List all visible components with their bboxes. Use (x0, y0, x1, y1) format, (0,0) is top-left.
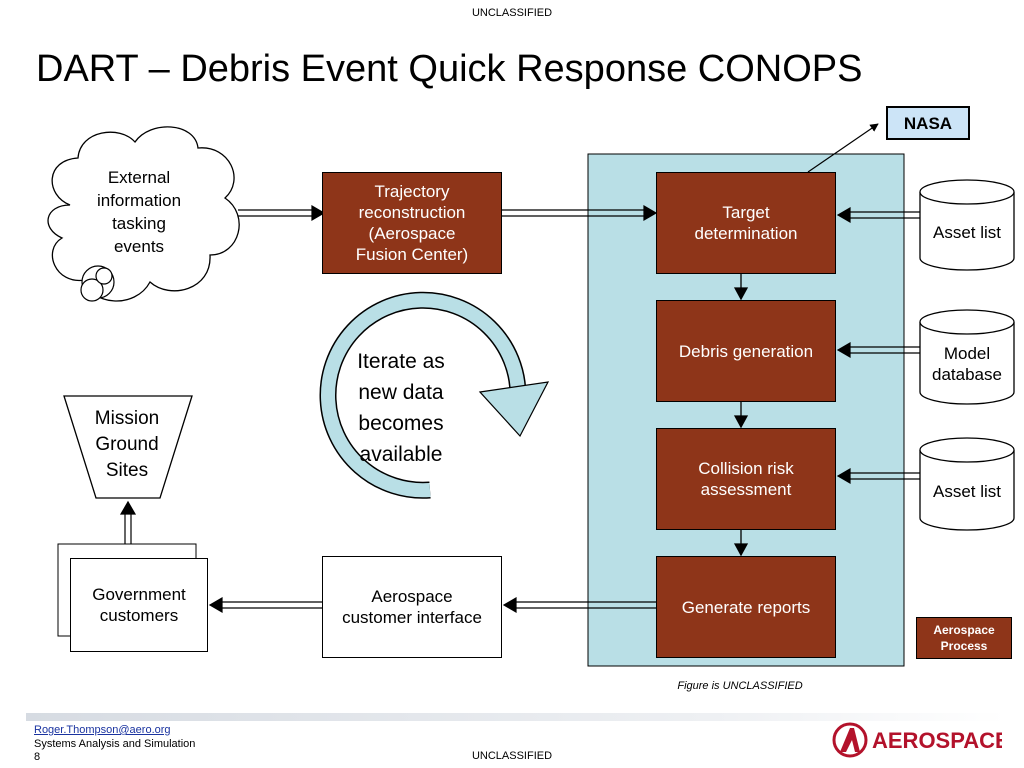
aerospace-logo: AEROSPACE (832, 722, 1002, 758)
connector-arrows (119, 204, 920, 614)
figure-classification-note: Figure is UNCLASSIFIED (677, 680, 803, 692)
page-title: DART – Debris Event Quick Response CONOP… (36, 48, 863, 90)
mission-trapezoid (63, 395, 193, 499)
external-events-label: External information tasking events (96, 168, 182, 256)
legend-label: Aerospace Process (933, 623, 995, 653)
footer-group: Systems Analysis and Simulation (34, 738, 196, 750)
debris-generation-box: Debris generation (656, 300, 836, 402)
cylinder-asset-list-1 (919, 179, 1015, 271)
debris-label: Debris generation (678, 341, 814, 361)
footer-email-link[interactable]: Roger.Thompson@aero.org (34, 724, 171, 736)
cloud-shape (47, 126, 240, 302)
logo-text: AEROSPACE (872, 728, 1002, 753)
government-label: Government customers (92, 585, 186, 625)
customer-interface-box: Aerospace customer interface (322, 556, 502, 658)
target-label: Target determination (694, 203, 798, 243)
mission-ground-sites-label: Mission Ground Sites (94, 408, 160, 481)
cylinder-asset-list-2 (919, 437, 1015, 531)
asset-list-1-label: Asset list (932, 223, 1002, 242)
collision-risk-box: Collision risk assessment (656, 428, 836, 530)
generate-reports-box: Generate reports (656, 556, 836, 658)
nasa-link (807, 123, 879, 173)
page-number: 8 (34, 751, 41, 763)
legend-aerospace-process: Aerospace Process (916, 617, 1012, 659)
header-classification: UNCLASSIFIED (471, 7, 553, 19)
government-customers-box: Government customers (70, 558, 208, 652)
trajectory-label: Trajectory reconstruction (Aerospace Fus… (355, 182, 469, 264)
nasa-box: NASA (886, 106, 970, 140)
iterate-label: Iterate as new data becomes available (357, 350, 445, 466)
model-database-label: Model database (932, 344, 1002, 384)
footer-classification: UNCLASSIFIED (471, 750, 553, 762)
target-determination-box: Target determination (656, 172, 836, 274)
logo-circle-icon (832, 722, 868, 758)
trajectory-reconstruction-box: Trajectory reconstruction (Aerospace Fus… (322, 172, 502, 274)
cylinder-model-database (919, 309, 1015, 405)
asset-list-2-label: Asset list (932, 482, 1002, 501)
panel-arrows (733, 274, 749, 557)
reports-label: Generate reports (681, 597, 811, 617)
logo-a-icon (840, 728, 860, 752)
nasa-label: NASA (903, 113, 953, 133)
footer-bar (26, 713, 1006, 721)
iterate-arrow (319, 291, 550, 499)
customer-interface-label: Aerospace customer interface (342, 587, 482, 627)
collision-label: Collision risk assessment (698, 459, 794, 499)
